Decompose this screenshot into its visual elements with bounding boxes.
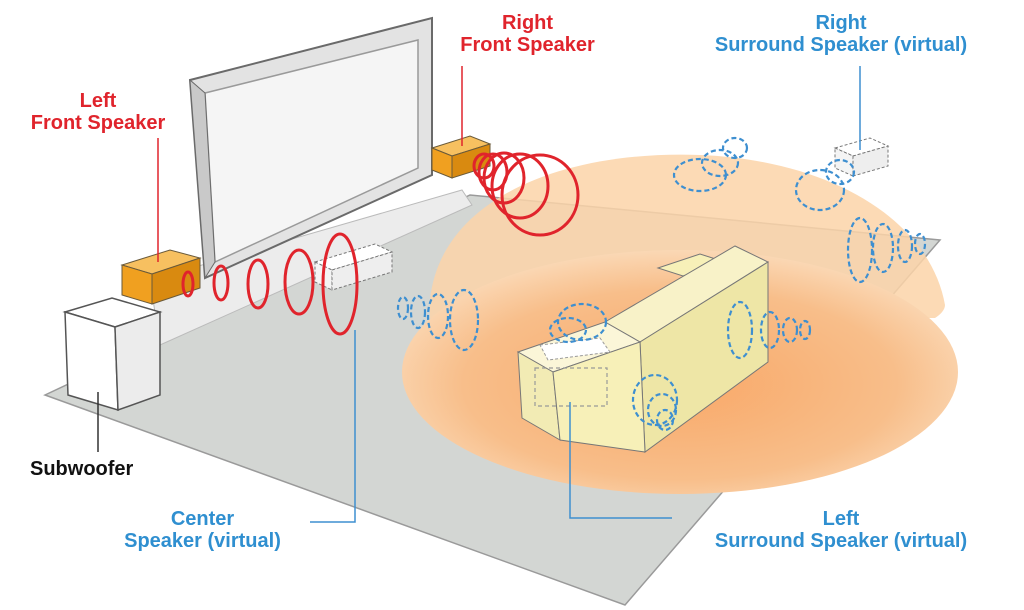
subwoofer-label: Subwoofer: [30, 458, 133, 480]
left-front-speaker: [120, 249, 202, 305]
label-line: Right: [501, 12, 554, 34]
left-front-speaker-label: Left Front Speaker: [12, 90, 184, 134]
right-front-speaker-label: Right Front Speaker: [440, 12, 615, 56]
label-line: Left: [79, 90, 117, 112]
right-surround-speaker-virtual: [833, 137, 890, 177]
subwoofer-box: [62, 297, 163, 412]
label-line: Surround Speaker (virtual): [714, 530, 968, 552]
center-speaker-label: Center Speaker (virtual): [100, 508, 305, 552]
tv-screen: [188, 16, 433, 280]
label-line: Right: [815, 12, 867, 34]
label-line: Subwoofer: [30, 458, 134, 480]
label-line: Surround Speaker (virtual): [714, 34, 968, 56]
left-surround-speaker-label: Left Surround Speaker (virtual): [676, 508, 1006, 552]
right-surround-speaker-label: Right Surround Speaker (virtual): [676, 12, 1006, 56]
label-line: Left: [822, 508, 860, 530]
leader-lines: [97, 66, 861, 523]
virtual-speaker-waves: [396, 136, 927, 432]
sofa: [516, 245, 770, 453]
front-speaker-waves: [181, 151, 580, 336]
right-front-speaker: [430, 135, 492, 179]
label-line: Front Speaker: [30, 112, 166, 134]
label-line: Front Speaker: [460, 34, 595, 56]
label-line: Center: [170, 508, 235, 530]
label-line: Speaker (virtual): [124, 530, 281, 552]
